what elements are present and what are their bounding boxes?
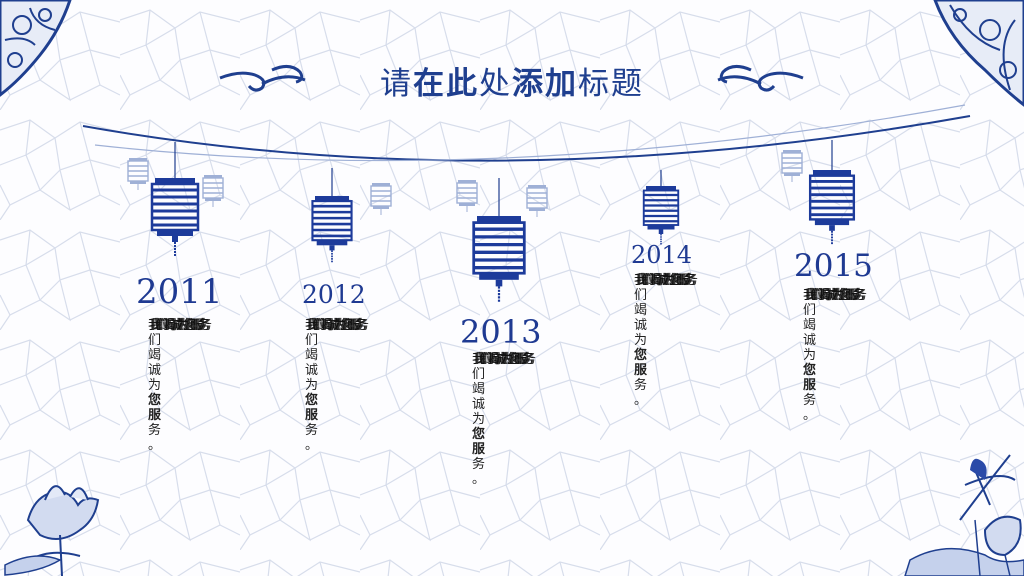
description-text: 们竭诚为 bbox=[305, 333, 319, 393]
timeline-description: 我们竭诚为您服务们竭诚为您服务。 bbox=[148, 318, 210, 453]
lotus-flower-icon bbox=[4, 485, 100, 576]
description-text: 务。 bbox=[305, 423, 319, 453]
description-lead: 我们竭诚为您服务 bbox=[305, 318, 367, 333]
description-text: 务。 bbox=[634, 378, 648, 408]
description-lead: 我们竭诚为您服务 bbox=[803, 288, 865, 303]
lotus-reeds-icon bbox=[904, 454, 1024, 576]
title-swirl-left-icon bbox=[219, 65, 306, 92]
description-text: 务。 bbox=[148, 423, 162, 453]
description-text: 们竭诚为 bbox=[803, 303, 817, 363]
title-segment: 标题 bbox=[578, 66, 644, 102]
timeline-year-2011: 2011 bbox=[136, 272, 223, 312]
lantern-string-faint bbox=[94, 104, 966, 162]
timeline-year-2015: 2015 bbox=[794, 248, 873, 284]
description-text: 们竭诚为 bbox=[634, 288, 648, 348]
description-lead: 我们竭诚为您服务 bbox=[148, 318, 210, 333]
lantern-string bbox=[82, 115, 971, 162]
description-lead: 我们竭诚为您服务 bbox=[634, 273, 696, 288]
description-text: 们竭诚为 bbox=[148, 333, 162, 393]
timeline-year-2012: 2012 bbox=[302, 280, 366, 309]
top-left-ornament-icon bbox=[0, 0, 72, 97]
description-text: 务。 bbox=[472, 457, 486, 487]
timeline-description: 我们竭诚为您服务们竭诚为您服务。 bbox=[803, 288, 865, 423]
timeline-description: 我们竭诚为您服务们竭诚为您服务。 bbox=[472, 352, 534, 487]
timeline-year-2014: 2014 bbox=[631, 241, 693, 269]
title-segment: 处 bbox=[479, 66, 512, 102]
description-text: 务。 bbox=[803, 393, 817, 423]
description-lead: 我们竭诚为您服务 bbox=[472, 352, 534, 367]
title-swirl-right-icon bbox=[717, 65, 804, 92]
timeline-year-2013: 2013 bbox=[460, 313, 542, 351]
timeline-description: 我们竭诚为您服务们竭诚为您服务。 bbox=[305, 318, 367, 453]
description-text: 您服 bbox=[472, 427, 486, 457]
description-text: 们竭诚为 bbox=[472, 367, 486, 427]
description-text: 您服 bbox=[305, 393, 319, 423]
description-text: 您服 bbox=[634, 348, 648, 378]
title-segment: 在此 bbox=[413, 66, 479, 102]
description-text: 您服 bbox=[148, 393, 162, 423]
description-text: 您服 bbox=[803, 363, 817, 393]
title-segment: 添加 bbox=[512, 66, 578, 102]
page-title: 请在此处添加标题 bbox=[0, 58, 1024, 103]
top-right-ornament-icon bbox=[933, 0, 1024, 107]
timeline-description: 我们竭诚为您服务们竭诚为您服务。 bbox=[634, 273, 696, 408]
title-segment: 请 bbox=[380, 66, 413, 102]
